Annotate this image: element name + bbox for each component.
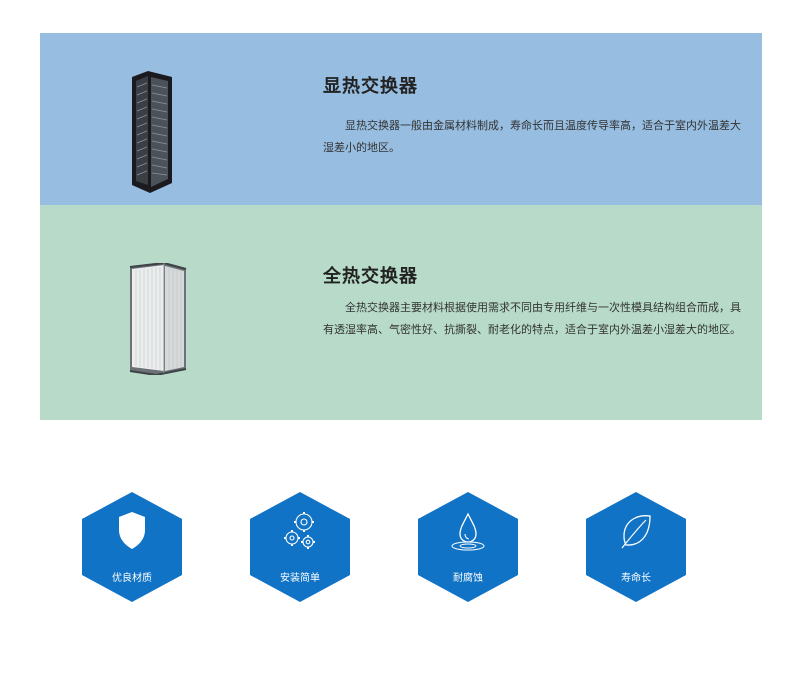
- shield-icon: [119, 512, 145, 549]
- feature-label: 优良材质: [112, 573, 152, 584]
- feature-quality-material: 优良材质: [82, 492, 182, 602]
- feature-label: 安装简单: [280, 573, 320, 584]
- leaf-icon: [621, 515, 651, 549]
- feature-corrosion-resistant: 耐腐蚀: [418, 492, 518, 602]
- water-drop-icon: [451, 512, 485, 551]
- panel-title: 显热交换器: [323, 76, 418, 97]
- feature-easy-install: 安装简单: [250, 492, 350, 602]
- feature-long-life: 寿命长: [586, 492, 686, 602]
- feature-label: 耐腐蚀: [453, 573, 483, 584]
- panel-description: 显热交换器一般由金属材料制成，寿命长而且温度传导率高，适合于室内外温差大湿差小的…: [323, 119, 741, 154]
- sensible-heat-exchanger-text: 显热交换器 显热交换器一般由金属材料制成，寿命长而且温度传导率高，适合于室内外温…: [323, 75, 745, 159]
- panel-title: 全热交换器: [323, 266, 418, 287]
- feature-label: 寿命长: [621, 573, 651, 584]
- total-heat-exchanger-text: 全热交换器 全热交换器主要材料根据使用需求不同由专用纤维与一次性模具结构组合而成…: [323, 265, 745, 341]
- gears-icon: [284, 512, 315, 549]
- sensible-heat-exchanger-panel: 显热交换器 显热交换器一般由金属材料制成，寿命长而且温度传导率高，适合于室内外温…: [40, 33, 762, 205]
- panel-description: 全热交换器主要材料根据使用需求不同由专用纤维与一次性模具结构组合而成，具有透湿率…: [323, 301, 741, 336]
- sensible-heat-exchanger-icon: [130, 71, 174, 193]
- total-heat-exchanger-panel: 全热交换器 全热交换器主要材料根据使用需求不同由专用纤维与一次性模具结构组合而成…: [40, 205, 762, 420]
- total-heat-exchanger-icon: [128, 262, 188, 376]
- feature-list: 优良材质 安装简单: [0, 492, 800, 602]
